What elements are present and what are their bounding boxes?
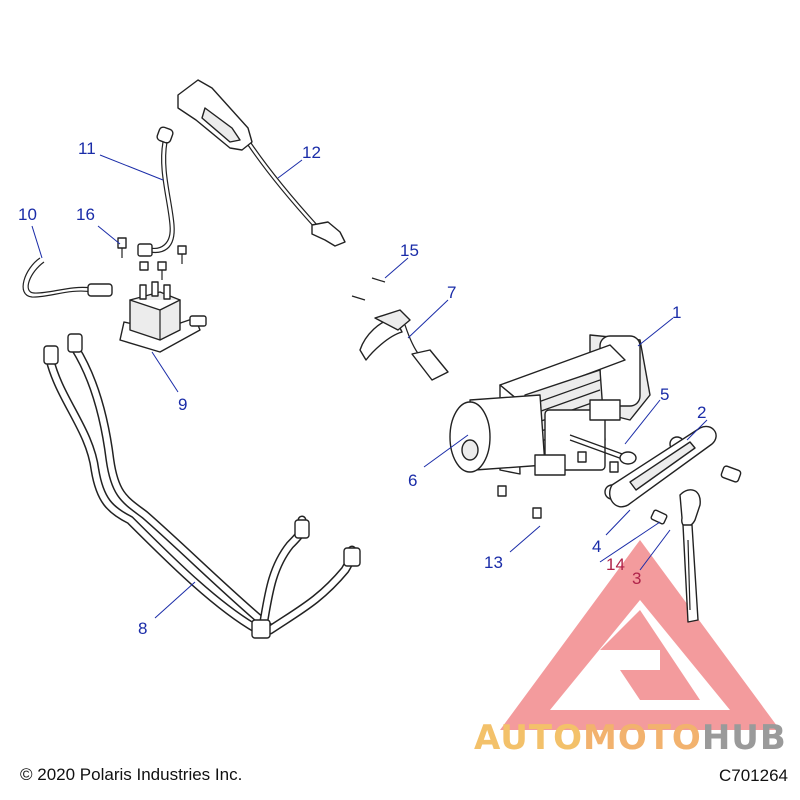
callout-3: 3 bbox=[632, 569, 641, 588]
callout-5: 5 bbox=[660, 385, 669, 404]
callout-15: 15 bbox=[400, 241, 419, 260]
callout-10: 10 bbox=[18, 205, 37, 224]
callout-labels: 1 2 3 4 5 6 7 8 9 10 11 12 13 14 15 16 bbox=[18, 139, 706, 638]
callout-14: 14 bbox=[606, 555, 625, 574]
callout-9: 9 bbox=[178, 395, 187, 414]
remote-receptacle bbox=[359, 309, 449, 381]
callout-1: 1 bbox=[672, 303, 681, 322]
bolt-2 bbox=[720, 465, 742, 483]
winch-bolt-rod bbox=[569, 434, 637, 465]
battery-cable-short bbox=[137, 126, 175, 257]
bolt-16 bbox=[117, 237, 127, 258]
callout-7: 7 bbox=[447, 283, 456, 302]
callout-8: 8 bbox=[138, 619, 147, 638]
bolt-14 bbox=[650, 509, 668, 525]
ground-cable bbox=[22, 257, 113, 298]
callout-12: 12 bbox=[302, 143, 321, 162]
winch-remote-control bbox=[177, 79, 346, 247]
callout-16: 16 bbox=[76, 205, 95, 224]
drawing-code: C701264 bbox=[718, 766, 788, 785]
copyright-notice: © 2020 Polaris Industries Inc. bbox=[20, 765, 243, 784]
winch-hook-strap bbox=[679, 489, 701, 623]
screws-15 bbox=[351, 277, 386, 301]
winch-assembly bbox=[449, 334, 651, 476]
watermark-text: AUTOMOTOHUB bbox=[474, 718, 787, 758]
callout-2: 2 bbox=[697, 403, 706, 422]
watermark-logo bbox=[500, 540, 780, 730]
callout-11: 11 bbox=[78, 139, 96, 158]
winch-contactor bbox=[119, 281, 207, 353]
leader-lines bbox=[31, 154, 708, 619]
battery-cable-long bbox=[43, 333, 361, 639]
roller-fairlead bbox=[609, 425, 717, 508]
callout-13: 13 bbox=[484, 553, 503, 572]
callout-6: 6 bbox=[408, 471, 417, 490]
watermark-auto: AUTO bbox=[474, 718, 583, 758]
screws-contactor bbox=[139, 245, 187, 280]
watermark-moto: MOTO bbox=[582, 718, 702, 758]
callout-4: 4 bbox=[592, 537, 601, 556]
watermark-hub: HUB bbox=[701, 718, 787, 758]
